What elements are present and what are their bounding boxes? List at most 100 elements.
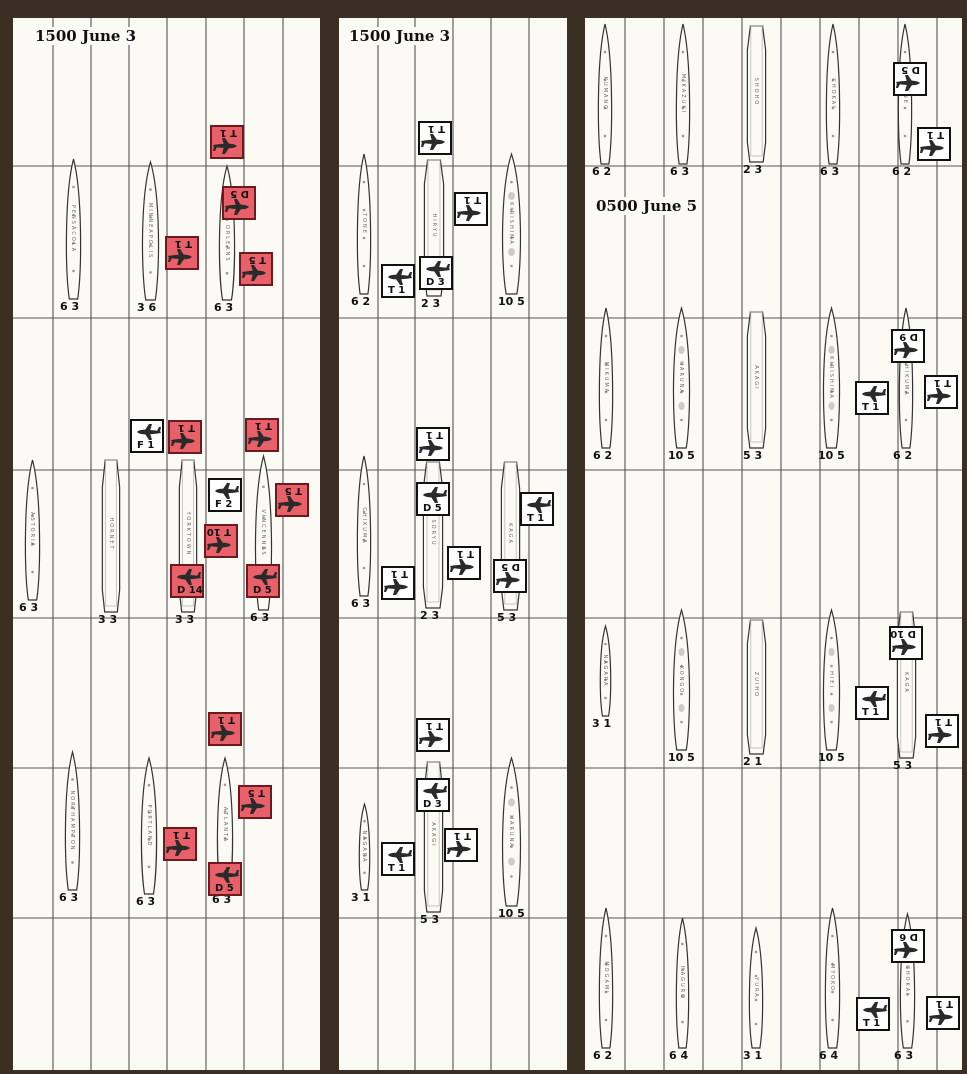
us-air-strike-counter[interactable]: D 5 [222, 186, 256, 220]
ship-cruiser[interactable]: CHIKUMA [357, 456, 371, 596]
jp-air-strike-counter[interactable]: T 1 [381, 264, 415, 298]
ship-stats: 10 5 [818, 752, 845, 764]
ship-stats: 2 3 [743, 164, 762, 176]
ship-cruiser[interactable]: CHOKAI [826, 24, 840, 164]
ship-stats: 6 3 [894, 1050, 913, 1062]
jp-air-strike-counter[interactable]: D 9 [891, 329, 925, 363]
jp-air-strike-counter[interactable]: T 1 [855, 381, 889, 415]
ship-stats: 10 5 [668, 752, 695, 764]
us-air-strike-counter[interactable]: D 5 [246, 564, 280, 598]
ship-carrier[interactable]: HORNET [102, 456, 120, 612]
ship-cruiser[interactable]: KUMANO [598, 24, 612, 164]
ship-name: NAGARA [602, 654, 608, 687]
ship-cruiser[interactable]: ASTORIA [25, 460, 40, 600]
aircraft-icon [926, 388, 952, 404]
ship-cruiser[interactable]: NAGARA [359, 804, 370, 890]
aircraft-icon [891, 639, 917, 655]
us-air-strike-counter[interactable]: T 1 [245, 418, 279, 452]
jp-air-strike-counter[interactable]: T 1 [520, 492, 554, 526]
jp-air-strike-counter[interactable]: D 5 [493, 559, 527, 593]
ship-cruiser[interactable]: TONE [357, 154, 371, 294]
jp-air-strike-counter[interactable]: D 3 [419, 256, 453, 290]
ship-name: HARUNA [678, 361, 684, 394]
ship-carrier[interactable]: SHOHO [747, 22, 766, 162]
ship-battleship[interactable]: HARUNA [502, 758, 521, 906]
ship-carrier[interactable]: ZUIHO [747, 616, 766, 754]
ship-name: NAGARA [361, 830, 367, 863]
aircraft-icon [214, 867, 240, 883]
jp-air-strike-counter[interactable]: T 1 [926, 996, 960, 1030]
aircraft-icon [895, 75, 921, 91]
aircraft-icon [861, 386, 887, 402]
ship-name: HAGURO [679, 966, 685, 1000]
jp-air-strike-counter[interactable]: T 1 [924, 375, 958, 409]
aircraft-icon [167, 249, 193, 265]
aircraft-icon [420, 134, 446, 150]
us-air-strike-counter[interactable]: T 5 [238, 785, 272, 819]
us-air-strike-counter[interactable]: T 1 [168, 420, 202, 454]
aircraft-icon [927, 727, 953, 743]
jp-air-strike-counter[interactable]: T 1 [381, 842, 415, 876]
jp-air-strike-counter[interactable]: T 1 [418, 121, 452, 155]
jp-air-strike-counter[interactable]: T 1 [855, 686, 889, 720]
ship-stats: 6 4 [669, 1050, 688, 1062]
ship-name: KONGO [678, 666, 684, 695]
jp-air-strike-counter[interactable]: T 1 [454, 192, 488, 226]
jp-air-strike-counter[interactable]: T 1 [416, 427, 450, 461]
jp-air-strike-counter[interactable]: T 1 [917, 127, 951, 161]
ship-name: YURA [753, 977, 759, 998]
jp-air-strike-counter[interactable]: F 1 [130, 419, 164, 453]
ship-stats: 10 5 [668, 450, 695, 462]
ship-carrier[interactable]: AKAGI [747, 308, 766, 448]
grid-lines [339, 18, 567, 1070]
ship-cruiser[interactable]: MIKAZUKI [676, 24, 690, 164]
us-air-strike-counter[interactable]: T 10 [204, 524, 238, 558]
ship-cruiser[interactable]: MIKUMA [599, 308, 613, 448]
ship-cruiser[interactable]: HAGURO [676, 918, 689, 1048]
ship-battleship[interactable]: HIEI [823, 610, 840, 750]
counter-strength-label: T 1 [927, 129, 944, 139]
us-air-strike-counter[interactable]: T 5 [275, 483, 309, 517]
ship-name: ASTORIA [29, 512, 35, 548]
ship-cruiser[interactable]: MINNEAPOLIS [142, 162, 159, 300]
us-air-strike-counter[interactable]: D 5 [208, 862, 242, 896]
jp-air-strike-counter[interactable]: D 6 [891, 929, 925, 963]
us-air-strike-counter[interactable]: T 1 [163, 827, 197, 861]
jp-air-strike-counter[interactable]: F 2 [208, 478, 242, 512]
ship-cruiser[interactable]: NAGARA [600, 626, 611, 716]
jp-air-strike-counter[interactable]: T 1 [444, 828, 478, 862]
ship-cruiser[interactable]: PORTLAND [141, 758, 157, 894]
jp-air-strike-counter[interactable]: T 1 [447, 546, 481, 580]
ship-battleship[interactable]: KIRISHIMA [502, 154, 521, 294]
us-air-strike-counter[interactable]: D 14 [170, 564, 204, 598]
jp-air-strike-counter[interactable]: D 5 [416, 482, 450, 516]
us-air-strike-counter[interactable]: T 1 [210, 125, 244, 159]
us-air-strike-counter[interactable]: T 1 [165, 236, 199, 270]
aircraft-icon [446, 841, 472, 857]
jp-air-strike-counter[interactable]: T 1 [856, 997, 890, 1031]
ship-cruiser[interactable]: PENSACOLA [66, 159, 81, 299]
ship-stats: 6 3 [820, 166, 839, 178]
jp-air-strike-counter[interactable]: D 3 [416, 778, 450, 812]
us-air-strike-counter[interactable]: T 5 [239, 252, 273, 286]
ship-battleship[interactable]: HARUNA [673, 308, 690, 448]
ship-cruiser[interactable]: MYOKO [825, 908, 840, 1048]
jp-air-strike-counter[interactable]: T 1 [925, 714, 959, 748]
aircraft-icon [383, 579, 409, 595]
ship-battleship[interactable]: KONGO [673, 610, 690, 750]
counter-strength-label: D 5 [230, 188, 249, 198]
us-air-strike-counter[interactable]: T 1 [208, 712, 242, 746]
jp-air-strike-counter[interactable]: D 5 [893, 62, 927, 96]
ship-name: HARUNA [508, 815, 514, 848]
ship-carrier[interactable]: SORYU [423, 458, 443, 608]
ship-cruiser[interactable]: MOGAMI [599, 908, 613, 1048]
ship-cruiser[interactable]: NORTHAMPTON [65, 752, 80, 890]
counter-strength-label: D 5 [901, 64, 920, 74]
counter-strength-label: T 1 [454, 830, 471, 840]
jp-air-strike-counter[interactable]: D 10 [889, 626, 923, 660]
ship-battleship[interactable]: KIRISHIMA [823, 308, 840, 448]
jp-air-strike-counter[interactable]: T 1 [381, 566, 415, 600]
jp-air-strike-counter[interactable]: T 1 [416, 718, 450, 752]
ship-cruiser[interactable]: YURA [749, 928, 763, 1048]
ship-name: NORTHAMPTON [69, 790, 75, 851]
